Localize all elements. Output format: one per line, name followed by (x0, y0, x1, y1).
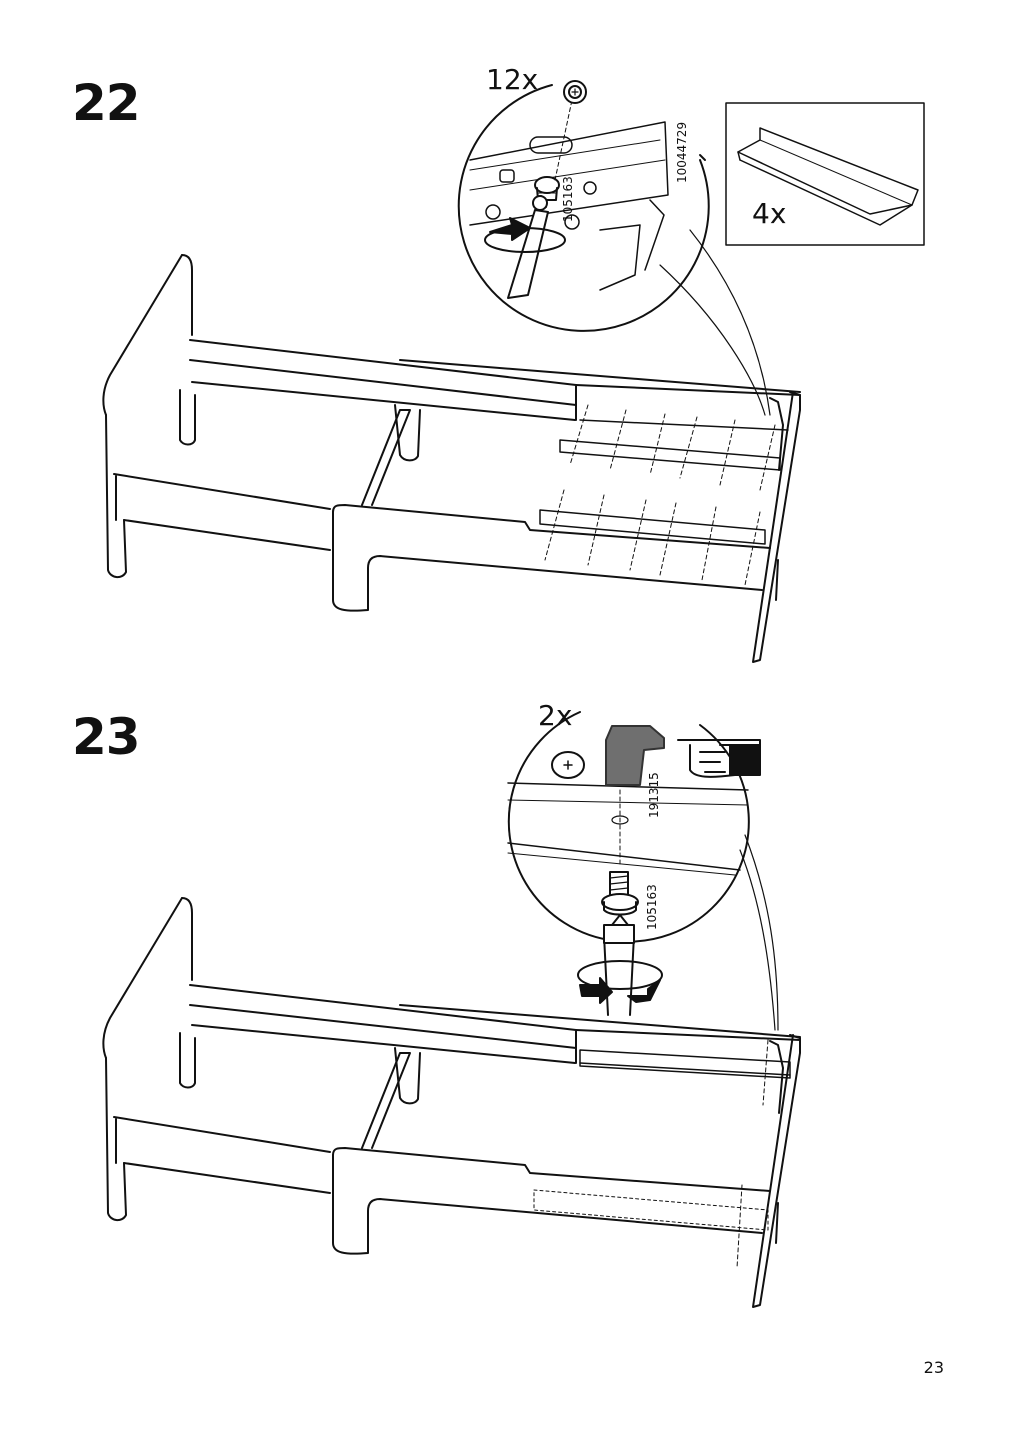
step-22-number: 22 (72, 74, 141, 132)
step-22-detail-circle (457, 84, 710, 332)
screw-quantity-label: 12x (486, 63, 539, 96)
screw-part-number-2: 105163 (645, 884, 659, 930)
bed-frame-icon (102, 254, 801, 663)
bed-frame-icon-2 (102, 897, 801, 1308)
screw-icon (534, 99, 573, 201)
screw-part-number: 105163 (561, 176, 575, 222)
stop-part-number: 191315 (647, 772, 661, 818)
stop-block-icon (605, 725, 665, 786)
rotate-arrow-icon (484, 217, 566, 253)
bracket-part-number: 10044729 (675, 121, 689, 183)
rotate-arrow-icon-2 (577, 960, 663, 1004)
screwdriver-icon (507, 195, 549, 299)
screw-head-icon (563, 80, 587, 104)
threaded-screw-icon (601, 871, 639, 916)
pointing-hand-icon (677, 739, 761, 778)
bracket-quantity-label: 4x (752, 197, 787, 230)
screw-head-icon-2 (551, 751, 585, 779)
step-23-number: 23 (72, 708, 141, 766)
bracket-box (725, 102, 925, 246)
stop-quantity-label: 2x (538, 699, 573, 732)
screwdriver-icon-2 (603, 914, 635, 1016)
bracket-icon (737, 127, 919, 226)
page-number: 23 (923, 1358, 944, 1377)
